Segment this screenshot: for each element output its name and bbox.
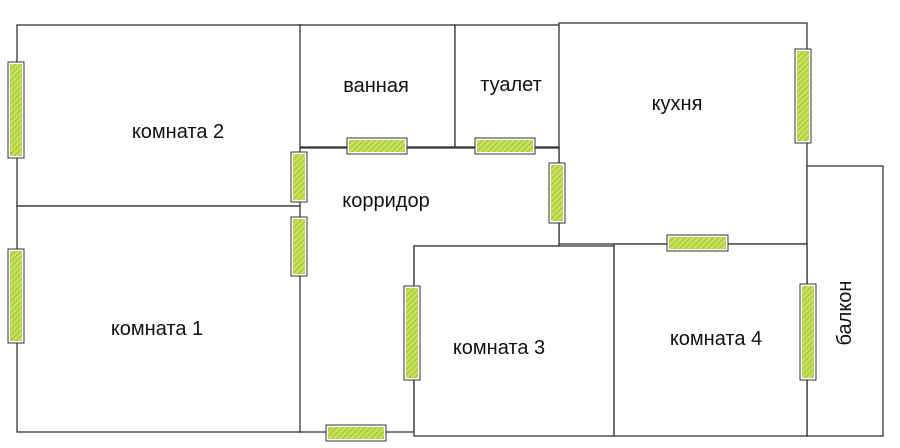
door-entrance — [325, 424, 387, 442]
window-room-2 — [7, 61, 25, 159]
label-bathroom: ванная — [343, 75, 409, 97]
bathroom — [299, 24, 456, 148]
label-toilet: туалет — [480, 74, 542, 96]
room-1 — [16, 205, 303, 433]
labels-layer: комната 2 ванная туалет кухня корридор к… — [111, 74, 856, 359]
kitchen — [558, 22, 808, 245]
label-room-4: комната 4 — [670, 328, 762, 350]
label-room-1: комната 1 — [111, 318, 203, 340]
balcony — [806, 165, 884, 437]
door-room-1 — [290, 216, 308, 277]
room-2 — [16, 24, 303, 207]
label-balcony: балкон — [834, 281, 856, 346]
toilet — [454, 24, 561, 148]
door-toilet — [474, 137, 536, 155]
door-kitchen — [548, 162, 566, 224]
label-corridor: корридор — [342, 190, 429, 212]
rooms-layer — [16, 22, 884, 437]
door-room-3 — [403, 285, 421, 381]
label-room-2: комната 2 — [132, 121, 224, 143]
room-4 — [613, 243, 808, 437]
door-room-2 — [290, 151, 308, 203]
label-room-3: комната 3 — [453, 337, 545, 359]
door-kitchen-room-4 — [666, 234, 729, 252]
window-room-1 — [7, 248, 25, 344]
label-kitchen: кухня — [652, 93, 703, 115]
openings-layer — [7, 48, 817, 442]
window-kitchen — [794, 48, 812, 144]
door-balcony — [799, 283, 817, 381]
door-bathroom — [346, 137, 408, 155]
